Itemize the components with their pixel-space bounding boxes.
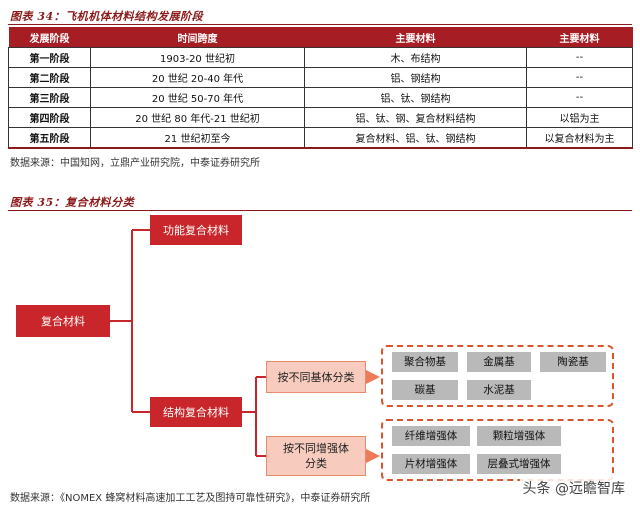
cell-primary: 以复合材料为主 — [526, 127, 633, 149]
cell-time: 20 世纪 80 年代-21 世纪初 — [90, 107, 305, 128]
node-by-reinforcement-line1: 按不同增强体 — [283, 442, 349, 455]
cell-stage: 第四阶段 — [8, 107, 91, 128]
arrow-matrix — [366, 370, 380, 384]
matrix-metal: 金属基 — [467, 352, 531, 372]
table-row: 第五阶段 21 世纪初至今 复合材料、铝、钛、钢结构 以复合材料为主 — [8, 127, 633, 149]
node-by-reinforcement-line2: 分类 — [305, 457, 327, 470]
table-row: 第二阶段 20 世纪 20-40 年代 铝、钢结构 -- — [8, 67, 633, 88]
table-row: 第一阶段 1903-20 世纪初 木、布结构 -- — [8, 47, 633, 68]
node-composite-materials: 复合材料 — [16, 305, 110, 337]
cell-time: 1903-20 世纪初 — [90, 47, 305, 68]
table-row: 第四阶段 20 世纪 80 年代-21 世纪初 铝、钛、钢、复合材料结构 以铝为… — [8, 107, 633, 128]
header-main-materials: 主要材料 — [304, 27, 527, 48]
cell-primary: -- — [526, 87, 633, 108]
reinforcement-sheet: 片材增强体 — [392, 454, 470, 474]
node-by-matrix: 按不同基体分类 — [266, 361, 366, 393]
matrix-types-group — [381, 345, 614, 407]
cell-primary: -- — [526, 67, 633, 88]
arrow-reinforcement — [366, 449, 380, 463]
cell-materials: 铝、钛、钢结构 — [304, 87, 527, 108]
cell-materials: 复合材料、铝、钛、钢结构 — [304, 127, 527, 149]
cell-primary: 以铝为主 — [526, 107, 633, 128]
cell-stage: 第一阶段 — [8, 47, 91, 68]
aircraft-material-stages-table: 发展阶段 时间跨度 主要材料 主要材料 第一阶段 1903-20 世纪初 木、布… — [8, 27, 633, 149]
matrix-carbon: 碳基 — [392, 380, 458, 400]
matrix-cement: 水泥基 — [467, 380, 531, 400]
header-stage: 发展阶段 — [8, 27, 91, 48]
matrix-ceramic: 陶瓷基 — [540, 352, 606, 372]
figure-34-title: 图表 34：飞机机体材料结构发展阶段 — [10, 10, 204, 23]
cell-materials: 木、布结构 — [304, 47, 527, 68]
figure-35-title: 图表 35：复合材料分类 — [10, 196, 135, 209]
table-header-row: 发展阶段 时间跨度 主要材料 主要材料 — [8, 27, 633, 48]
matrix-polymer: 聚合物基 — [392, 352, 458, 372]
cell-stage: 第五阶段 — [8, 127, 91, 149]
header-main-materials-2: 主要材料 — [526, 27, 633, 48]
node-functional-composites: 功能复合材料 — [150, 215, 242, 245]
reinforcement-fiber: 纤维增强体 — [392, 426, 470, 446]
cell-primary: -- — [526, 47, 633, 68]
figure-34-rule — [8, 24, 632, 25]
reinforcement-laminated: 层叠式增强体 — [477, 454, 561, 474]
cell-stage: 第三阶段 — [8, 87, 91, 108]
node-structural-composites: 结构复合材料 — [150, 397, 242, 427]
node-by-reinforcement: 按不同增强体 分类 — [266, 436, 366, 476]
cell-materials: 铝、钛、钢、复合材料结构 — [304, 107, 527, 128]
cell-time: 20 世纪 50-70 年代 — [90, 87, 305, 108]
figure-34-source: 数据来源：中国知网，立鼎产业研究院，中泰证券研究所 — [10, 158, 260, 169]
header-time-span: 时间跨度 — [90, 27, 305, 48]
cell-materials: 铝、钢结构 — [304, 67, 527, 88]
reinforcement-types-group — [381, 419, 614, 481]
cell-time: 21 世纪初至今 — [90, 127, 305, 149]
cell-stage: 第二阶段 — [8, 67, 91, 88]
cell-time: 20 世纪 20-40 年代 — [90, 67, 305, 88]
watermark: 头条 @远瞻智库 — [519, 477, 628, 499]
figure-35-source: 数据来源：《NOMEX 蜂窝材料高速加工工艺及图持可靠性研究》，中泰证券研究所 — [10, 493, 371, 504]
table-row: 第三阶段 20 世纪 50-70 年代 铝、钛、钢结构 -- — [8, 87, 633, 108]
figure-35-rule — [8, 210, 632, 211]
reinforcement-particle: 颗粒增强体 — [477, 426, 561, 446]
